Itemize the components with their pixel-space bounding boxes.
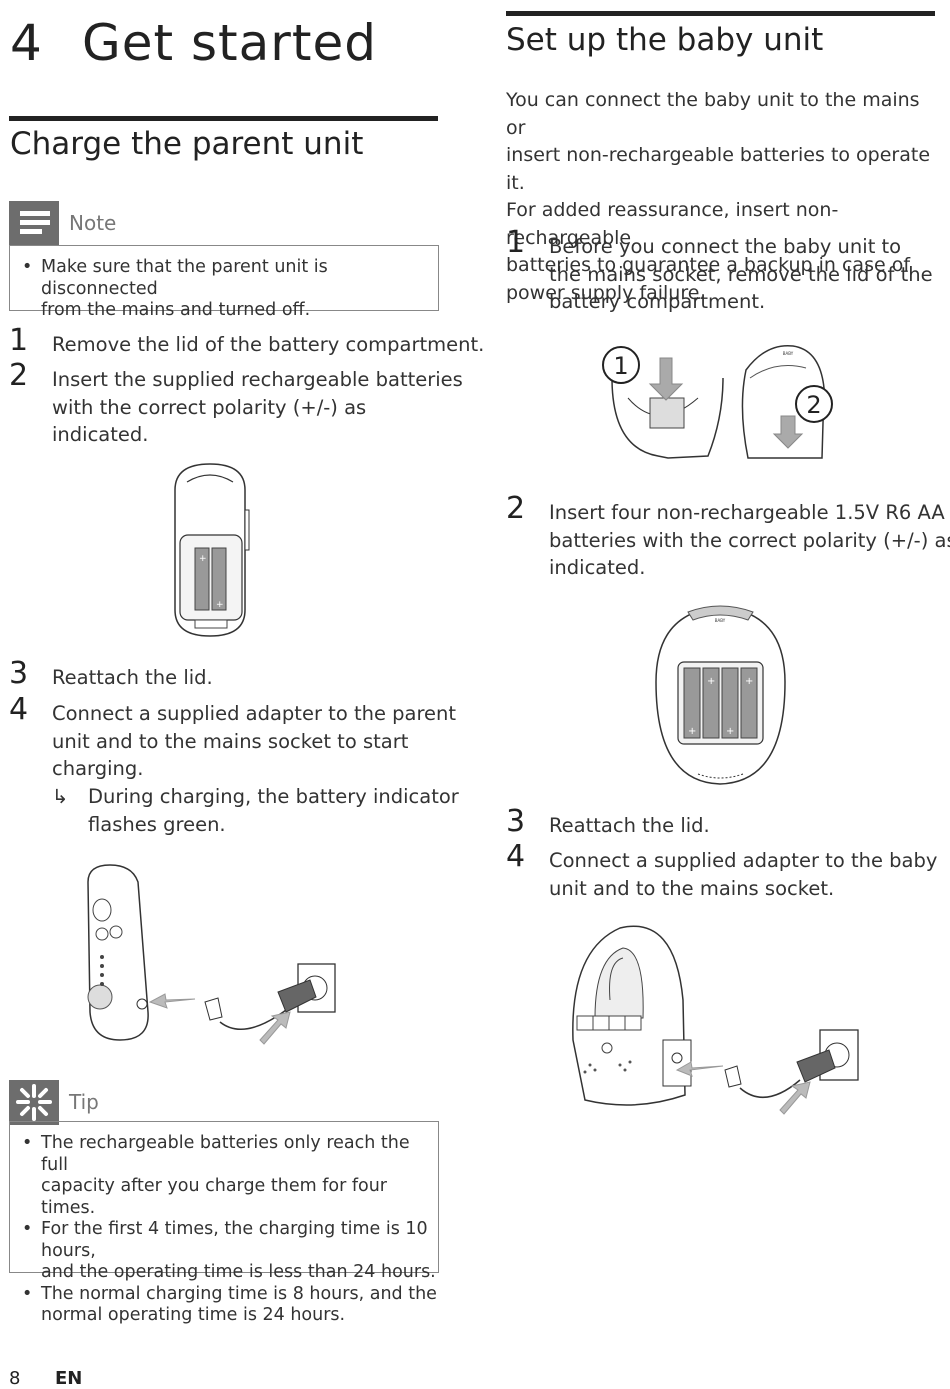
parent-unit-battery-illustration: + +	[165, 460, 260, 640]
result-arrow-icon: ↳	[52, 785, 69, 808]
result-text: During charging, the battery indicator	[88, 785, 459, 808]
step-number: 1	[506, 225, 526, 260]
step-text: Connect a supplied adapter to the baby	[549, 849, 938, 872]
svg-text:+: +	[688, 726, 696, 737]
step-text: Before you connect the baby unit to	[549, 235, 902, 258]
tip-line: capacity after you charge them for four …	[41, 1176, 387, 1218]
svg-text:+: +	[726, 726, 734, 737]
tip-icon	[9, 1080, 59, 1125]
intro-line: For added reassurance, insert non-rechar…	[506, 199, 839, 249]
section-rule	[9, 116, 438, 121]
step-text: Remove the lid of the battery compartmen…	[52, 333, 485, 356]
baby-step-2: 2 Insert four non-rechargeable 1.5V R6 A…	[506, 494, 950, 584]
result-text: flashes green.	[88, 812, 226, 836]
intro-line: You can connect the baby unit to the mai…	[506, 89, 920, 139]
note-box: Make sure that the parent unit is discon…	[9, 245, 439, 320]
step-number: 3	[9, 656, 29, 691]
step-text: unit and to the mains socket to start	[52, 729, 409, 753]
device-label: BABY	[715, 618, 726, 623]
baby-unit-charging-illustration	[565, 920, 865, 1115]
step-number: 1	[9, 323, 29, 358]
tip-line: normal operating time is 24 hours.	[41, 1305, 346, 1325]
step-number: 2	[9, 358, 29, 393]
parent-unit-charging-illustration	[80, 862, 350, 1047]
tip-box: The rechargeable batteries only reach th…	[9, 1121, 439, 1325]
note-line: from the mains and turned off.	[41, 300, 311, 320]
svg-text:+: +	[199, 554, 207, 564]
step-number: 2	[506, 491, 526, 526]
tip-line: The normal charging time is 8 hours, and…	[41, 1283, 437, 1304]
note-label: Note	[69, 211, 117, 235]
tip-line: The rechargeable batteries only reach th…	[41, 1133, 410, 1175]
language-code: EN	[55, 1368, 83, 1389]
step-result: ↳ During charging, the battery indicator…	[52, 783, 459, 836]
step-text: Reattach the lid.	[549, 814, 710, 837]
intro-line: batteries to guarantee a backup in case …	[506, 254, 911, 276]
chapter-title: Get started	[82, 14, 377, 72]
svg-text:+: +	[707, 676, 715, 687]
step-text: indicated.	[549, 556, 646, 579]
step-text: indicated.	[52, 423, 149, 446]
callout-1: 1	[613, 352, 628, 380]
tip-line: and the operating time is less than 24 h…	[41, 1262, 436, 1282]
intro-line: insert non-rechargeable batteries to ope…	[506, 144, 931, 194]
baby-step-3: 3 Reattach the lid.	[506, 807, 936, 842]
chapter-heading: 4 Get started	[10, 14, 377, 72]
section-title-baby: Set up the baby unit	[506, 22, 824, 58]
section-title-charge: Charge the parent unit	[10, 126, 364, 162]
baby-step-4: 4 Connect a supplied adapter to the baby…	[506, 842, 938, 905]
baby-unit-lid-illustration: 1 2 BABY	[598, 338, 848, 468]
device-label: BABY	[783, 351, 794, 356]
tip-item: The rechargeable batteries only reach th…	[10, 1133, 438, 1219]
intro-paragraph: You can connect the baby unit to the mai…	[506, 87, 936, 307]
step-text: unit and to the mains socket.	[549, 876, 835, 900]
section-rule	[506, 11, 935, 16]
baby-step-1: 1 Before you connect the baby unit to th…	[506, 228, 936, 318]
step-number: 4	[506, 839, 526, 874]
step-text: charging.	[52, 757, 144, 780]
step-1: 1 Remove the lid of the battery compartm…	[9, 326, 484, 361]
step-text: with the correct polarity (+/-) as	[52, 395, 367, 419]
step-4: 4 Connect a supplied adapter to the pare…	[9, 695, 456, 785]
tip-label: Tip	[69, 1090, 99, 1114]
intro-line: power supply failure.	[506, 281, 706, 304]
callout-2: 2	[806, 391, 821, 419]
note-item: Make sure that the parent unit is discon…	[10, 257, 438, 322]
step-text: Reattach the lid.	[52, 666, 213, 689]
step-number: 4	[9, 692, 29, 727]
step-text: the mains socket, remove the lid of the	[549, 262, 933, 286]
step-number: 3	[506, 804, 526, 839]
baby-unit-battery-illustration: BABY + + + +	[648, 602, 793, 787]
step-text: Connect a supplied adapter to the parent	[52, 702, 457, 725]
svg-text:+: +	[216, 600, 224, 610]
step-3: 3 Reattach the lid.	[9, 659, 439, 694]
tip-item: The normal charging time is 8 hours, and…	[10, 1284, 438, 1327]
step-text: batteries with the correct polarity (+/-…	[549, 528, 950, 552]
step-text: battery compartment.	[549, 290, 766, 313]
step-text: Insert four non-rechargeable 1.5V R6 AA	[549, 501, 945, 524]
step-text: Insert the supplied rechargeable batteri…	[52, 368, 463, 391]
tip-line: For the first 4 times, the charging time…	[41, 1219, 428, 1261]
note-line: Make sure that the parent unit is discon…	[41, 257, 328, 299]
note-icon	[9, 201, 59, 246]
page-number: 8	[9, 1368, 21, 1389]
tip-item: For the first 4 times, the charging time…	[10, 1219, 438, 1284]
svg-text:+: +	[745, 676, 753, 687]
step-2: 2 Insert the supplied rechargeable batte…	[9, 361, 463, 451]
chapter-number: 4	[10, 14, 43, 72]
